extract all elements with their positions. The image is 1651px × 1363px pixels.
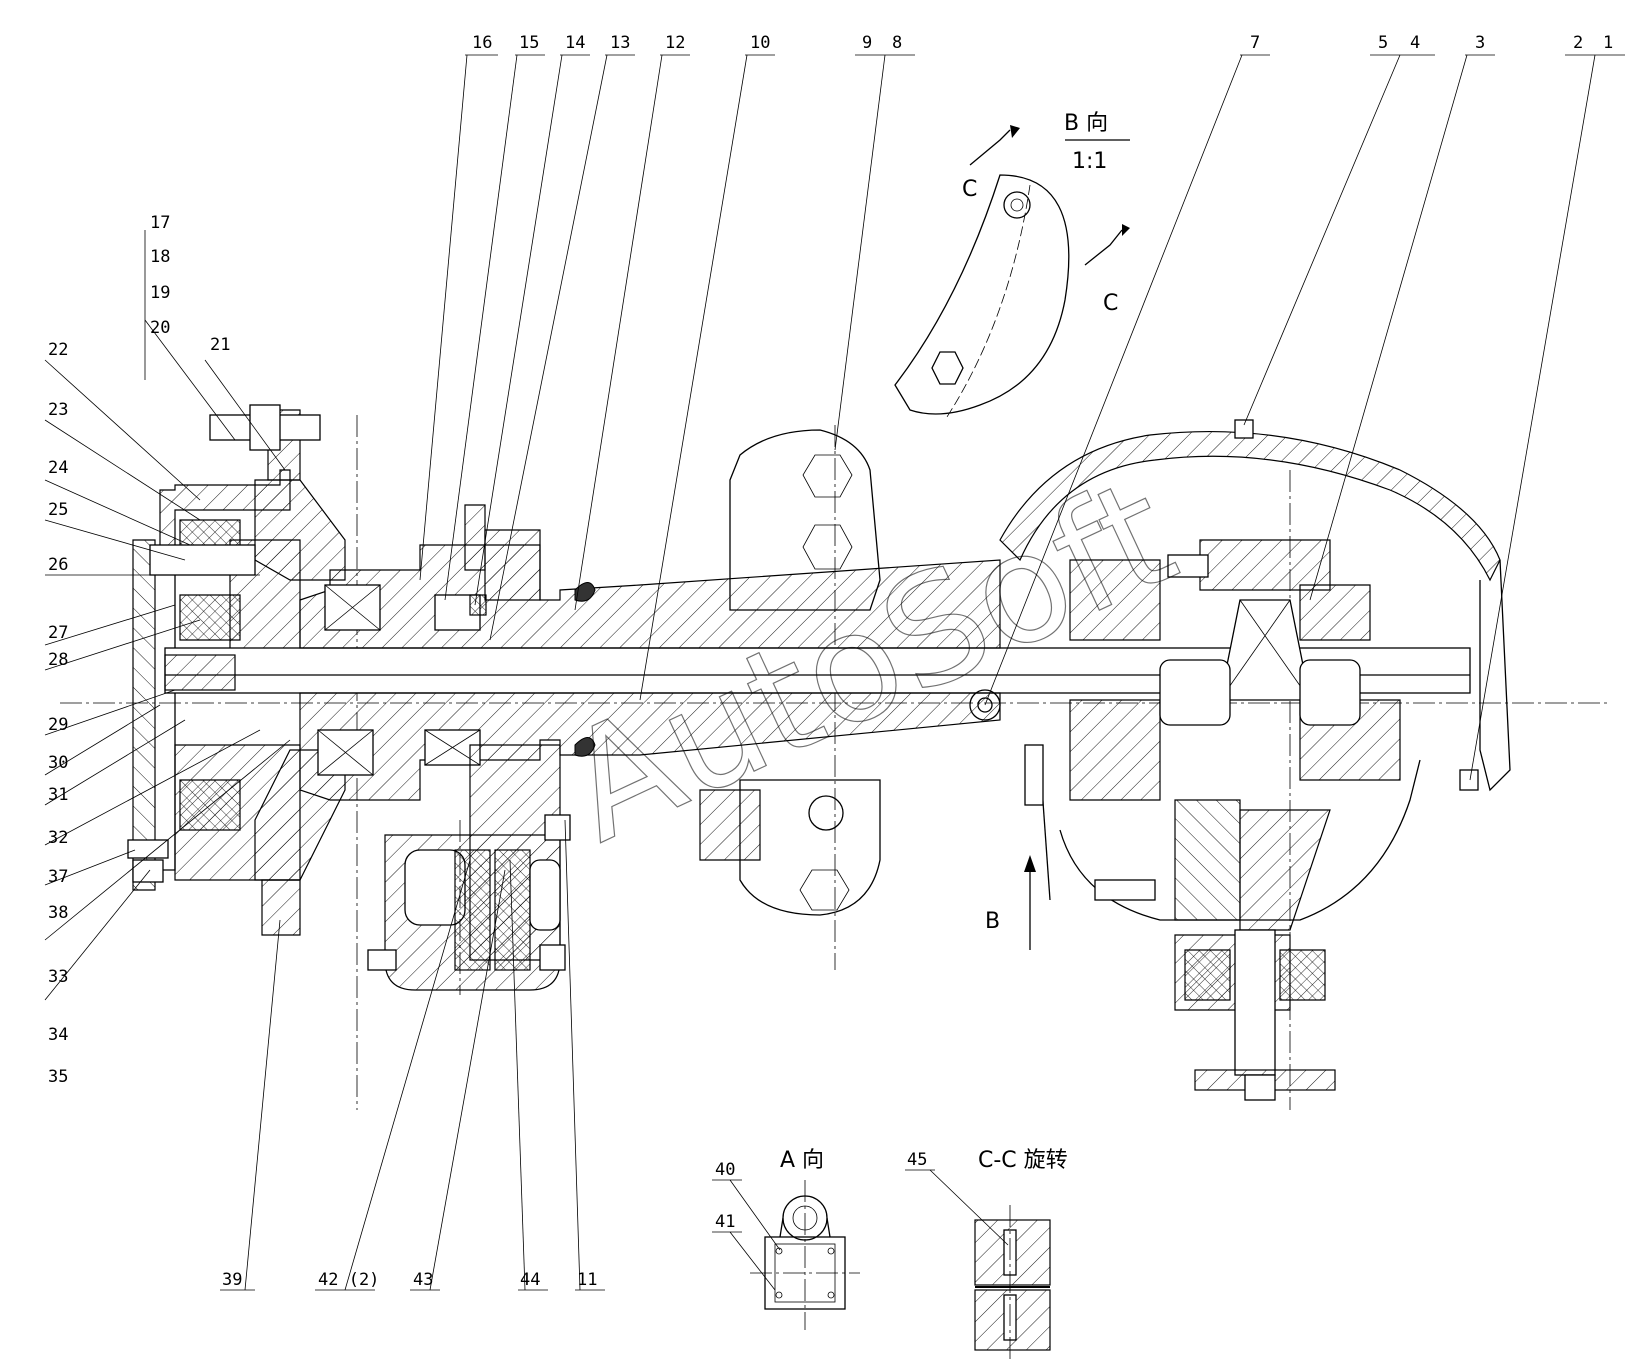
part-label: 34 xyxy=(48,1025,68,1045)
part-label: 12 xyxy=(665,33,685,53)
view-b-title: B 向 xyxy=(1064,111,1108,136)
part-label: 14 xyxy=(565,33,585,53)
part-label: 9 xyxy=(862,33,872,53)
part-label: 22 xyxy=(48,340,68,360)
part-label: 3 xyxy=(1475,33,1485,53)
spring-seat xyxy=(699,429,881,916)
part-label: 41 xyxy=(715,1212,735,1232)
housing-boss xyxy=(969,689,1001,721)
part-label: 45 xyxy=(907,1150,927,1170)
view-b-detail xyxy=(894,125,1130,421)
part-label: 44 xyxy=(520,1270,540,1290)
wheel-hub-assembly xyxy=(127,404,346,936)
part-label: 1 xyxy=(1603,33,1613,53)
leaders-top xyxy=(419,54,1625,781)
section-marker-c-bottom: C xyxy=(1103,291,1118,316)
part-label: 8 xyxy=(892,33,902,53)
part-label: 40 xyxy=(715,1160,735,1180)
part-label: 30 xyxy=(48,753,68,773)
part-label: 28 xyxy=(48,650,68,670)
part-label: 29 xyxy=(48,715,68,735)
part-label: 42 (2) xyxy=(318,1270,379,1290)
view-b-arrow-label: B xyxy=(985,909,1000,934)
part-label: 26 xyxy=(48,555,68,575)
section-marker-c-top: C xyxy=(962,177,977,202)
part-label: 2 xyxy=(1573,33,1583,53)
part-labels-left: 17 18 19 20 21 22 23 24 25 26 27 28 29 3… xyxy=(48,213,230,1087)
view-cc-detail xyxy=(974,1205,1051,1360)
part-label: 21 xyxy=(210,335,230,355)
part-label: 17 xyxy=(150,213,170,233)
leaders-left xyxy=(44,230,291,1001)
part-label: 39 xyxy=(222,1270,242,1290)
part-label: 43 xyxy=(413,1270,433,1290)
part-label: 33 xyxy=(48,967,68,987)
part-label: 5 xyxy=(1378,33,1388,53)
view-a-title: A 向 xyxy=(780,1148,824,1173)
part-label: 27 xyxy=(48,623,68,643)
view-cc-title: C-C 旋转 xyxy=(978,1148,1068,1173)
part-label: 16 xyxy=(472,33,492,53)
part-label: 10 xyxy=(750,33,770,53)
part-label: 31 xyxy=(48,785,68,805)
part-label: 18 xyxy=(150,247,170,267)
part-label: 35 xyxy=(48,1067,68,1087)
part-labels-top: 16 15 14 13 12 10 9 8 7 5 4 3 2 1 xyxy=(472,33,1613,53)
part-label: 4 xyxy=(1410,33,1420,53)
part-label: 38 xyxy=(48,903,68,923)
part-label: 23 xyxy=(48,400,68,420)
part-label: 37 xyxy=(48,867,68,887)
part-labels-bottom: 39 42 (2) 43 44 11 40 41 45 xyxy=(222,1150,927,1290)
view-a-detail xyxy=(750,1180,860,1330)
part-label: 20 xyxy=(150,318,170,338)
brake-assembly xyxy=(367,814,571,995)
part-label: 15 xyxy=(519,33,539,53)
part-label: 24 xyxy=(48,458,68,478)
part-label: 19 xyxy=(150,283,170,303)
part-label: 11 xyxy=(577,1270,597,1290)
view-b-scale: 1:1 xyxy=(1072,149,1107,174)
differential-housing xyxy=(999,419,1511,1101)
part-label: 32 xyxy=(48,828,68,848)
part-label: 13 xyxy=(610,33,630,53)
part-label: 7 xyxy=(1250,33,1260,53)
view-b-arrow xyxy=(1024,855,1036,950)
leaders-bottom xyxy=(220,819,1009,1291)
part-label: 25 xyxy=(48,500,68,520)
